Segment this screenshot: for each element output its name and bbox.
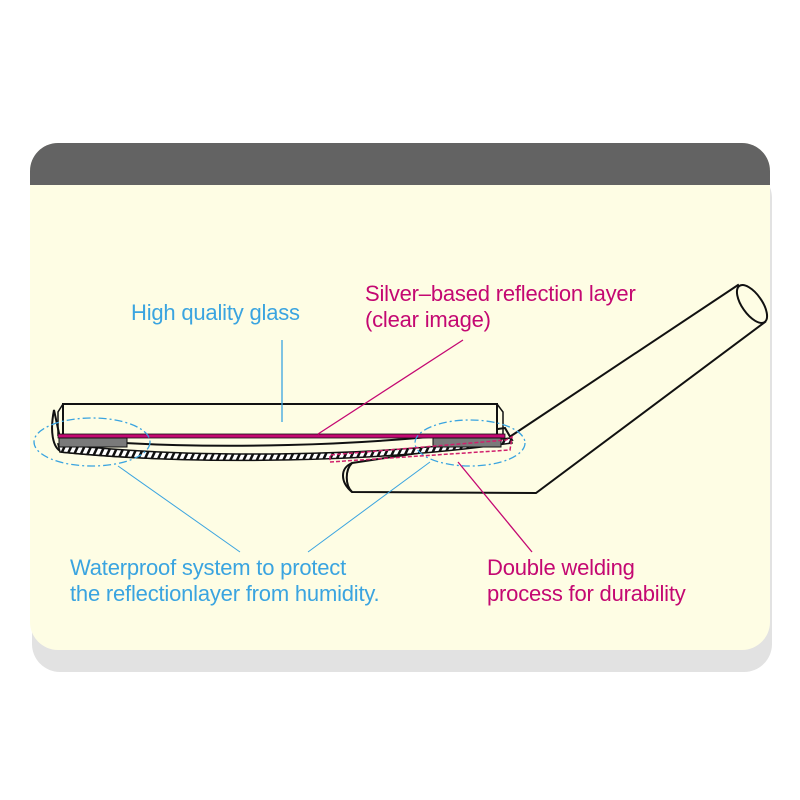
silver-leader-line xyxy=(317,339,464,435)
waterproof-leader-left xyxy=(117,465,241,553)
welded-hatched-band xyxy=(57,437,514,462)
waterproof-label-line2: the reflectionlayer from humidity. xyxy=(70,581,380,606)
header-bar xyxy=(30,143,770,185)
welding-leader-line xyxy=(457,461,533,553)
welding-highlight xyxy=(329,435,513,463)
welding-label-line1: Double welding xyxy=(487,555,635,580)
silver-label-line1: Silver–based reflection layer xyxy=(365,281,636,306)
silver-reflection-layer xyxy=(57,433,506,439)
right-seal-block xyxy=(432,437,502,448)
waterproof-leader-right xyxy=(307,461,431,553)
left-waterproof-highlight xyxy=(33,417,151,467)
right-waterproof-highlight xyxy=(414,419,526,467)
glass-panel xyxy=(62,403,498,437)
left-seal-block xyxy=(58,437,128,448)
silver-label-line2: (clear image) xyxy=(365,307,491,332)
glass-edge-lines xyxy=(57,403,504,436)
tube-arm xyxy=(342,283,769,495)
glass-label: High quality glass xyxy=(131,300,300,325)
waterproof-label-line1: Waterproof system to protect xyxy=(70,555,347,580)
welding-label-line2: process for durability xyxy=(487,581,686,606)
